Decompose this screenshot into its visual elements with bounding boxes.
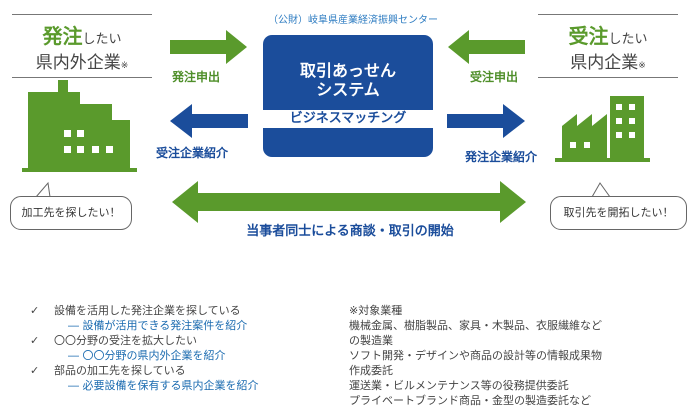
speech-bubble-left: 加工先を探したい！	[10, 196, 132, 230]
label-order-request-left: 発注申出	[172, 70, 221, 84]
list-item: ✓ 〇〇分野の受注を拡大したい ― 〇〇分野の県内外企業を紹介	[30, 333, 320, 363]
arrow-order-request-right	[448, 30, 525, 64]
need-main: 設備を活用した発注企業を探している	[54, 304, 241, 317]
target-line: ※対象業種	[349, 304, 403, 317]
checkmark-icon: ✓	[30, 364, 40, 377]
matching-system-box: 取引あっせん システム ビジネスマッチング	[263, 35, 433, 157]
target-line: 機械金属、樹脂製品、家具・木製品、衣服繊維など	[349, 319, 602, 332]
checkmark-icon: ✓	[30, 304, 40, 317]
arrow-buyer-intro	[447, 104, 525, 138]
target-industries: ※対象業種 機械金属、樹脂製品、家具・木製品、衣服繊維など の製造業 ソフト開発…	[349, 303, 689, 408]
label-order-request-right: 受注申出	[470, 70, 519, 84]
needs-list: ✓ 設備を活用した発注企業を探している ― 設備が活用できる発注案件を紹介 ✓ …	[30, 303, 320, 393]
bubble-tail-right	[591, 182, 611, 198]
target-line: プライベートブランド商品・金型の製造委託など	[349, 394, 591, 407]
right-heading-line2: 県内企業	[570, 53, 639, 73]
list-item: ✓ 設備を活用した発注企業を探している ― 設備が活用できる発注案件を紹介	[30, 303, 320, 333]
arrow-supplier-intro	[170, 104, 248, 138]
arrow-order-request-left	[170, 30, 247, 64]
label-supplier-intro: 受注企業紹介	[156, 146, 229, 160]
need-sub: ― 必要設備を保有する県内企業を紹介	[68, 379, 259, 392]
arrow-direct-negotiation	[172, 181, 526, 223]
list-item: ✓ 部品の加工先を探している ― 必要設備を保有する県内企業を紹介	[30, 363, 320, 393]
factory-icon-right	[555, 96, 650, 162]
need-main: 部品の加工先を探している	[54, 364, 186, 377]
label-direct-negotiation: 当事者同士による商談・取引の開始	[246, 224, 454, 239]
target-line: 作成委託	[349, 364, 393, 377]
factory-icon-left	[22, 80, 137, 172]
need-main: 〇〇分野の受注を拡大したい	[54, 334, 197, 347]
target-line: の製造業	[349, 334, 393, 347]
left-heading-emphasis: 発注	[42, 24, 83, 48]
right-heading-emphasis: 受注	[568, 24, 609, 48]
system-title: 取引あっせん システム	[263, 61, 433, 99]
business-matching-band: ビジネスマッチング	[263, 110, 433, 128]
factory-windows-right	[570, 104, 635, 148]
need-sub: ― 設備が活用できる発注案件を紹介	[68, 319, 248, 332]
left-heading-rest: したい	[82, 32, 122, 47]
system-title-line1: 取引あっせん	[299, 61, 396, 80]
checkmark-icon: ✓	[30, 334, 40, 347]
left-heading-mark: ※	[120, 61, 129, 71]
bubble-tail-left	[34, 181, 51, 198]
label-buyer-intro: 発注企業紹介	[465, 150, 538, 164]
target-line: 運送業・ビルメンテナンス等の役務提供委託	[349, 379, 569, 392]
left-heading: 発注したい 県内外企業※	[12, 14, 152, 78]
system-title-line2: システム	[316, 80, 380, 99]
right-heading: 受注したい 県内企業※	[538, 14, 678, 78]
organization-name: （公財）岐阜県産業経済振興センター	[268, 15, 438, 26]
right-heading-mark: ※	[638, 61, 646, 71]
need-sub: ― 〇〇分野の県内外企業を紹介	[68, 349, 226, 362]
speech-bubble-right: 取引先を開拓したい！	[550, 196, 687, 230]
left-heading-line2: 県内外企業	[35, 53, 121, 73]
target-line: ソフト開発・デザインや商品の設計等の情報成果物	[349, 349, 602, 362]
right-heading-rest: したい	[608, 32, 648, 47]
factory-windows-left	[64, 130, 113, 153]
